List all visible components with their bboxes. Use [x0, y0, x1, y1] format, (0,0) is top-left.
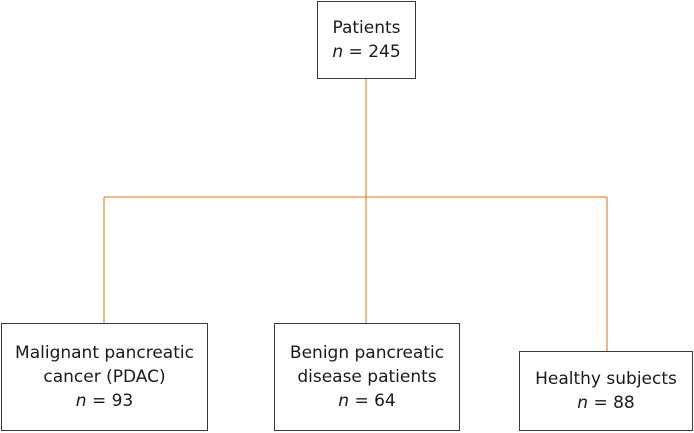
- benign-n-value: = 64: [349, 391, 396, 411]
- patients-n-symbol: n: [332, 42, 344, 62]
- benign-label-line2: disease patients: [297, 367, 437, 387]
- healthy-count: n = 88: [577, 391, 634, 415]
- healthy-n-value: = 88: [588, 393, 635, 413]
- pdac-label-line1: Malignant pancreatic: [15, 343, 194, 363]
- pdac-node: Malignant pancreatic cancer (PDAC) n = 9…: [1, 323, 208, 431]
- benign-n-symbol: n: [338, 391, 350, 411]
- healthy-node: Healthy subjects n = 88: [519, 351, 693, 431]
- patients-n-value: = 245: [343, 42, 401, 62]
- healthy-label: Healthy subjects: [535, 369, 677, 389]
- pdac-n-symbol: n: [75, 391, 87, 411]
- benign-node: Benign pancreatic disease patients n = 6…: [274, 323, 460, 431]
- patients-node: Patients n = 245: [317, 1, 416, 79]
- patients-label: Patients: [332, 18, 401, 38]
- benign-label-line1: Benign pancreatic: [289, 343, 445, 363]
- pdac-count: n = 93: [76, 389, 133, 413]
- patients-count: n = 245: [332, 40, 400, 64]
- pdac-label-line2: cancer (PDAC): [43, 367, 166, 387]
- benign-count: n = 64: [338, 389, 395, 413]
- pdac-n-value: = 93: [86, 391, 134, 411]
- healthy-n-symbol: n: [577, 393, 589, 413]
